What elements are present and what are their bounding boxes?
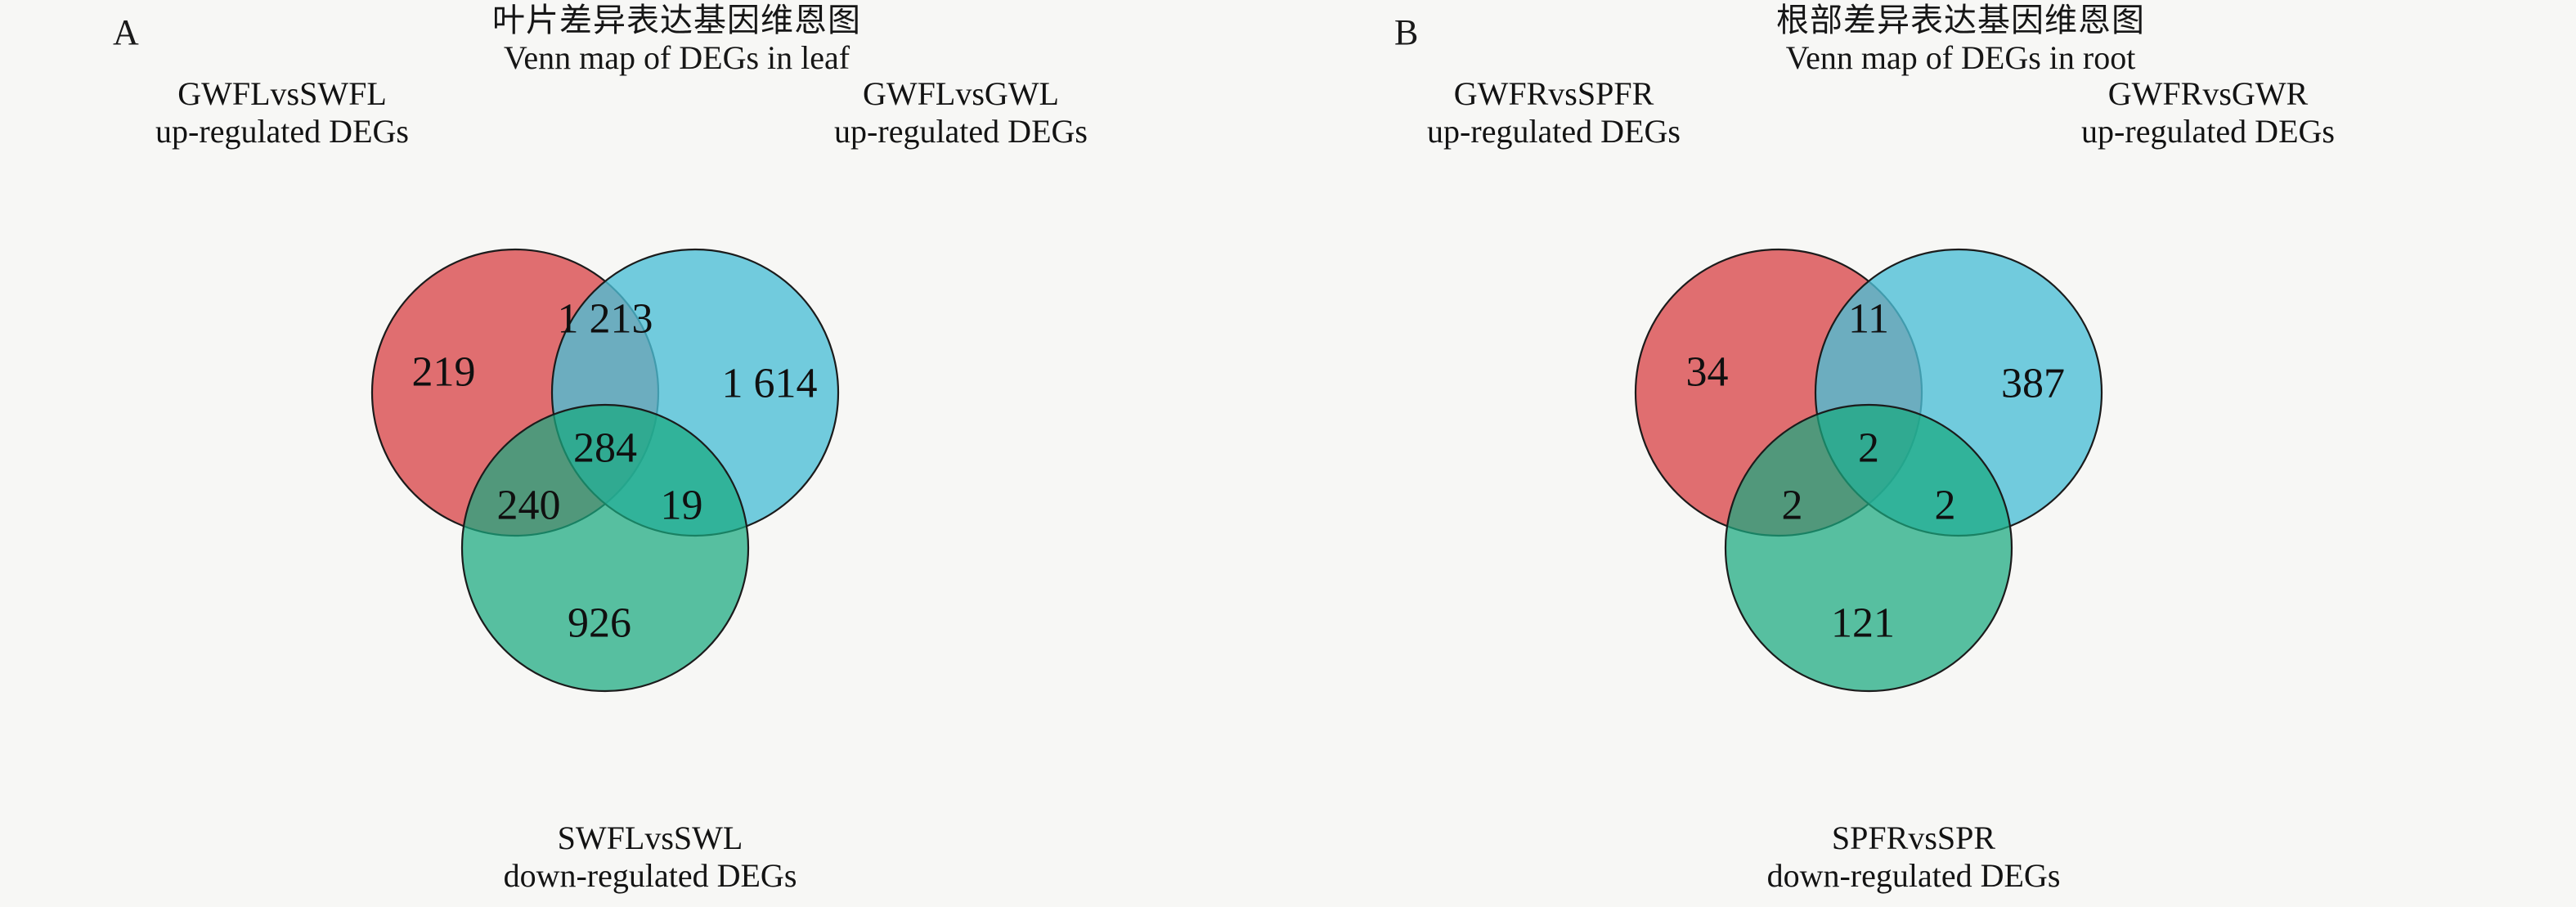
venn-count-left-bottom: 240 xyxy=(497,483,561,529)
panel-b-set-right-name: GWFRvsGWR xyxy=(2107,75,2309,112)
venn-count-all-three: 2 xyxy=(1858,424,1879,471)
panel-a-set-right-name: GWFLvsGWL xyxy=(863,75,1059,112)
venn-count-right-bottom: 19 xyxy=(661,483,703,529)
panel-a-venn-circles xyxy=(370,248,840,693)
panel-b-set-bottom-direction: down-regulated DEGs xyxy=(1766,857,2061,894)
panel-b-set-bottom-name: SPFRvsSPR xyxy=(1831,819,1996,856)
venn-count-left-only: 34 xyxy=(1686,348,1729,395)
venn-circle-left xyxy=(370,248,660,537)
panel-a-set-label-left: GWFLvsSWFL up-regulated DEGs xyxy=(106,75,458,150)
panel-a-set-bottom-direction: down-regulated DEGs xyxy=(503,857,797,894)
venn-circle-left xyxy=(1634,248,1923,537)
venn-count-bottom-only: 926 xyxy=(568,600,631,647)
venn-count-right-bottom: 2 xyxy=(1935,483,1956,529)
venn-count-right-only: 387 xyxy=(2001,360,2065,406)
panel-b-venn-counts: 34 11 387 2 2 2 121 xyxy=(1686,296,2066,647)
venn-circle-right xyxy=(550,248,840,537)
panel-a-letter: A xyxy=(113,12,139,52)
venn-count-left-bottom: 2 xyxy=(1782,483,1803,529)
panel-b-set-label-bottom: SPFRvsSPR down-regulated DEGs xyxy=(1738,819,2089,895)
panel-b-set-left-direction: up-regulated DEGs xyxy=(1427,113,1681,150)
panel-b-set-label-left: GWFRvsSPFR up-regulated DEGs xyxy=(1378,75,1730,150)
panel-a-set-right-direction: up-regulated DEGs xyxy=(834,113,1088,150)
venn-circle-bottom xyxy=(1724,403,2013,693)
venn-circle-right xyxy=(1814,248,2103,537)
panel-b-letter: B xyxy=(1394,12,1419,52)
panel-a-set-label-bottom: SWFLvsSWL down-regulated DEGs xyxy=(474,819,826,895)
venn-circle-bottom xyxy=(460,403,750,693)
panel-a-title-chinese: 叶片差异表达基因维恩图 xyxy=(492,2,861,38)
panel-a-set-left-name: GWFLvsSWFL xyxy=(177,75,387,112)
panel-a-set-bottom-name: SWFLvsSWL xyxy=(557,819,743,856)
venn-count-right-only: 1 614 xyxy=(722,360,818,406)
venn-count-left-only: 219 xyxy=(412,348,476,395)
panel-b: B 根部差异表达基因维恩图 Venn map of DEGs in root G… xyxy=(1288,0,2576,907)
panel-b-set-right-direction: up-regulated DEGs xyxy=(2081,113,2335,150)
panel-b-venn-circles xyxy=(1634,248,2103,693)
panel-a-title-english: Venn map of DEGs in leaf xyxy=(503,39,850,76)
panel-a-venn-counts: 219 1 213 1 614 284 240 19 926 xyxy=(412,296,818,647)
panel-b-set-left-name: GWFRvsSPFR xyxy=(1453,75,1654,112)
panel-a-set-left-direction: up-regulated DEGs xyxy=(155,113,409,150)
venn-count-all-three: 284 xyxy=(573,424,637,471)
panel-b-title-block: 根部差异表达基因维恩图 Venn map of DEGs in root xyxy=(1288,2,2576,77)
venn-count-left-right: 1 213 xyxy=(558,296,653,343)
venn-count-bottom-only: 121 xyxy=(1831,600,1895,647)
panel-b-title-english: Venn map of DEGs in root xyxy=(1785,39,2136,76)
venn-count-left-right: 11 xyxy=(1848,296,1889,343)
panel-b-title-chinese: 根部差异表达基因维恩图 xyxy=(1776,2,2145,38)
panel-b-set-label-right: GWFRvsGWR up-regulated DEGs xyxy=(2032,75,2384,150)
panel-a-title-block: 叶片差异表达基因维恩图 Venn map of DEGs in leaf xyxy=(0,2,1288,77)
panel-a: A 叶片差异表达基因维恩图 Venn map of DEGs in leaf G… xyxy=(0,2,1288,895)
panel-a-set-label-right: GWFLvsGWL up-regulated DEGs xyxy=(785,75,1137,150)
